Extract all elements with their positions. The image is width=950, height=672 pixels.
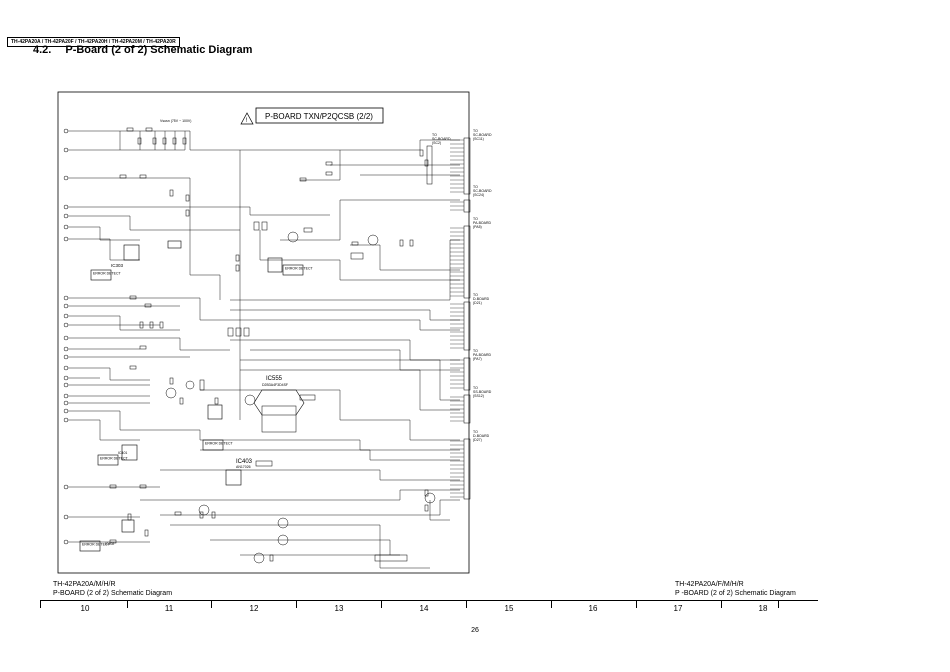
svg-text:ERROR DETECT: ERROR DETECT — [82, 543, 110, 547]
svg-text:IC403: IC403 — [236, 459, 253, 465]
warning-icon — [240, 112, 254, 125]
bottom-connector — [374, 554, 408, 562]
left-input-terminals — [63, 128, 69, 545]
grid-tick — [40, 601, 41, 608]
error-detect-boxes: ERROR DETECT ERROR DETECT ERROR DETECT E… — [79, 264, 313, 552]
connector-label: TO — [473, 349, 478, 353]
footer-right-caption: P -BOARD (2 of 2) Schematic Diagram — [675, 590, 796, 597]
svg-text:ERROR DETECT: ERROR DETECT — [285, 267, 313, 271]
ic-403: IC403 AN17026 — [225, 459, 273, 486]
svg-text:IC555: IC555 — [266, 376, 283, 382]
ic-303: IC303 — [111, 244, 140, 268]
svg-text:ERROR DETECT: ERROR DETECT — [100, 457, 128, 461]
footer-left-caption: P-BOARD (2 of 2) Schematic Diagram — [53, 590, 173, 597]
connector-label: TO — [473, 185, 478, 189]
connector-body — [463, 225, 471, 299]
sc2-connector: TO SC-BOARD (SC2) — [426, 133, 451, 185]
model-list-tag: TH-42PA20A / TH-42PA20F / TH-42PA20H / T… — [7, 37, 180, 47]
connector-label: SS-BOARD — [473, 390, 492, 394]
board-title: P-BOARD TXN/P2QCSB (2/2) — [265, 112, 373, 121]
connector-label: TO — [473, 129, 478, 133]
connector-label: (SS12) — [473, 394, 484, 398]
connector-label: (D21) — [473, 301, 482, 305]
connector-label: (SC24) — [473, 193, 484, 197]
ic-555: IC555 D2B3A4F3D4SF — [253, 376, 316, 433]
ic-block-mid — [207, 404, 223, 420]
svg-text:SC-BOARD: SC-BOARD — [432, 137, 451, 141]
grid-number: 16 — [588, 604, 598, 613]
transistors — [165, 231, 436, 564]
connector-label: (PA5) — [473, 225, 482, 229]
connector-label: (SC11) — [473, 137, 484, 141]
svg-text:TO: TO — [432, 133, 437, 137]
grid-number: 14 — [419, 604, 429, 613]
connector-label: PA-BOARD — [473, 221, 491, 225]
connector-label: D-BOARD — [473, 297, 490, 301]
svg-text:IC401: IC401 — [118, 451, 127, 455]
connector-body — [463, 137, 471, 195]
svg-text:IC402: IC402 — [105, 542, 114, 546]
grid-ruler: 10 11 12 13 14 15 16 17 18 — [40, 600, 818, 613]
grid-tick — [211, 601, 212, 608]
ic-304-block — [267, 257, 283, 273]
section-number: 4.2. — [33, 44, 52, 56]
ic-303-sub-block — [167, 240, 182, 249]
ic-block-right — [350, 252, 364, 260]
vsusn-label: Vsusn (75V ~ 100V) — [160, 119, 191, 123]
connector-body — [463, 357, 471, 391]
svg-text:ERROR DETECT: ERROR DETECT — [93, 272, 121, 276]
warning-mark: ! — [246, 118, 248, 124]
footer-right: TH-42PA20A/F/M/H/R P -BOARD (2 of 2) Sch… — [675, 580, 796, 598]
grid-number: 12 — [249, 604, 259, 613]
grid-tick — [381, 601, 382, 608]
wiring — [68, 130, 460, 569]
svg-text:(SC2): (SC2) — [432, 141, 441, 145]
grid-number: 18 — [758, 604, 768, 613]
ic-402: IC402 — [105, 519, 135, 546]
grid-tick — [466, 601, 467, 608]
grid-tick — [721, 601, 722, 608]
connector-label: D-BOARD — [473, 434, 490, 438]
board-outline — [57, 91, 470, 574]
grid-number: 17 — [673, 604, 683, 613]
svg-text:AN17026: AN17026 — [236, 465, 251, 469]
ic-401: IC401 — [118, 444, 138, 461]
page-title: 4.2. P-Board (2 of 2) Schematic Diagram — [33, 44, 252, 56]
connector-label: TO — [473, 217, 478, 221]
connector-body — [463, 301, 471, 351]
passive-components — [109, 127, 429, 562]
connector-label: TO — [473, 430, 478, 434]
grid-tick — [127, 601, 128, 608]
footer-left: TH-42PA20A/M/H/R P-BOARD (2 of 2) Schema… — [53, 580, 172, 598]
connector-label: SC-BOARD — [473, 189, 492, 193]
grid-number: 11 — [164, 604, 174, 613]
svg-text:IC303: IC303 — [111, 263, 124, 268]
connector-label: SC-BOARD — [473, 133, 492, 137]
section-title: P-Board (2 of 2) Schematic Diagram — [65, 44, 253, 56]
connector-label: TO — [473, 386, 478, 390]
grid-number: 10 — [80, 604, 90, 613]
svg-text:D2B3A4F3D4SF: D2B3A4F3D4SF — [262, 383, 288, 387]
right-board-connectors: TOSC-BOARD(SC11)TOSC-BOARD(SC24)TOPA-BOA… — [450, 129, 492, 500]
grid-number: 15 — [504, 604, 514, 613]
connector-label: PA-BOARD — [473, 353, 491, 357]
footer-left-model: TH-42PA20A/M/H/R — [53, 581, 116, 588]
grid-tick — [296, 601, 297, 608]
connector-label: (PA7) — [473, 357, 482, 361]
svg-text:ERROR DETECT: ERROR DETECT — [205, 442, 233, 446]
page-number: 26 — [471, 627, 479, 634]
connector-label: (D27) — [473, 438, 482, 442]
grid-tick — [551, 601, 552, 608]
board-title-box: ! P-BOARD TXN/P2QCSB (2/2) — [240, 107, 384, 125]
grid-number: 13 — [334, 604, 344, 613]
grid-tick — [636, 601, 637, 608]
connector-label: TO — [473, 293, 478, 297]
grid-tick — [778, 601, 779, 608]
footer-right-model: TH-42PA20A/F/M/H/R — [675, 581, 744, 588]
